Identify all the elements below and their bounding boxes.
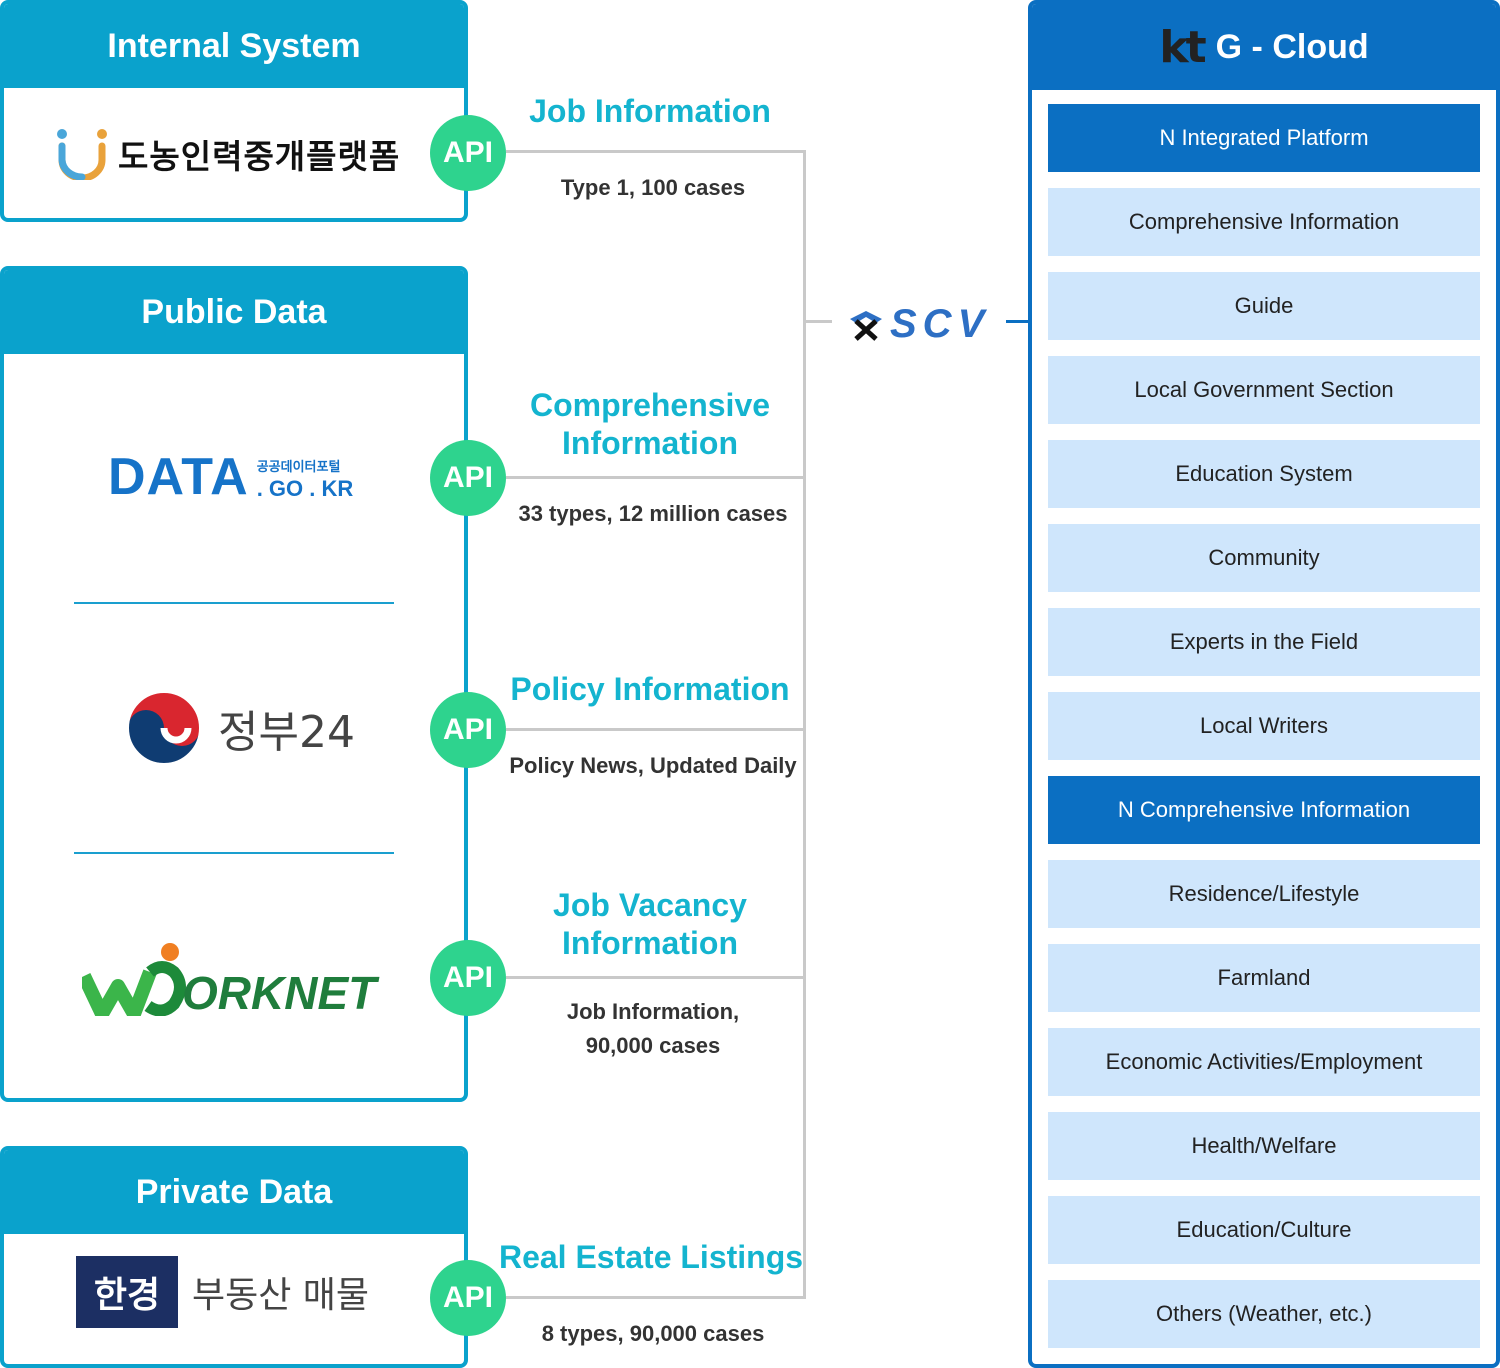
hub-to-cloud-line: [1006, 320, 1030, 323]
api-badge-3: API: [430, 692, 506, 768]
hankyung-text: 부동산 매물: [192, 1275, 370, 1316]
scv-hub: SCV: [846, 302, 990, 347]
data-go-kr-logo: DATA 공공데이터포털 . GO . KR: [108, 448, 354, 506]
kt-logo: kt: [1159, 21, 1206, 73]
api-badge-5: API: [430, 1260, 506, 1336]
api-badge-4: API: [430, 940, 506, 1016]
internal-system-title: Internal System: [4, 4, 464, 88]
connector-to-hub: [806, 320, 832, 323]
private-data-title: Private Data: [4, 1150, 464, 1234]
connector-1: [506, 150, 806, 153]
g-cloud-title: G - Cloud: [1215, 27, 1369, 66]
connection-title-1: Job Information: [529, 93, 771, 129]
scv-text: SCV: [890, 302, 991, 346]
connector-trunk: [803, 150, 806, 1299]
worknet-w-icon: [82, 943, 186, 1016]
data-go-kr-korean: 공공데이터포털: [256, 460, 341, 475]
private-data-panel: Private Data 한경 부동산 매물: [0, 1146, 468, 1368]
connection-detail-1: Type 1, 100 cases: [560, 175, 746, 200]
gov24-text: 정부24: [218, 707, 355, 758]
hankyung-logo: 한경 부동산 매물: [76, 1256, 369, 1328]
data-go-kr-main: DATA: [108, 448, 249, 506]
internal-system-panel: Internal System 도농인력중개플랫폼: [0, 0, 468, 222]
gov24-logo: 정부24: [126, 690, 355, 766]
g-cloud-item: Health/Welfare: [1048, 1112, 1480, 1180]
g-cloud-item: Education System: [1048, 440, 1480, 508]
connection-title-5: Real Estate Listings: [498, 1239, 804, 1275]
platform-logo-icon: [57, 129, 107, 180]
g-cloud-item: Community: [1048, 524, 1480, 592]
g-cloud-item: Farmland: [1048, 944, 1480, 1012]
g-cloud-header: kt G - Cloud: [1032, 4, 1496, 90]
g-cloud-item: Experts in the Field: [1048, 608, 1480, 676]
g-cloud-item: Guide: [1048, 272, 1480, 340]
g-cloud-item: Residence/Lifestyle: [1048, 860, 1480, 928]
connection-title-4: Job Vacancy Information: [553, 887, 747, 961]
g-cloud-item: Education/Culture: [1048, 1196, 1480, 1264]
g-cloud-item: Local Government Section: [1048, 356, 1480, 424]
platform-logo-text: 도농인력중개플랫폼: [118, 137, 401, 176]
connector-4: [506, 976, 806, 979]
public-divider-1: [74, 602, 394, 604]
api-badge-2: API: [430, 440, 506, 516]
public-data-panel: Public Data DATA 공공데이터포털 . GO . KR 정부24 …: [0, 266, 468, 1102]
connector-3: [506, 728, 806, 731]
scv-icon: [850, 310, 882, 341]
g-cloud-item: Economic Activities/Employment: [1048, 1028, 1480, 1096]
public-data-title: Public Data: [4, 270, 464, 354]
connection-title-3: Policy Information: [510, 671, 790, 707]
g-cloud-item: Local Writers: [1048, 692, 1480, 760]
worknet-text: ORKNET: [182, 967, 377, 1019]
connection-detail-3: Policy News, Updated Daily: [509, 753, 797, 778]
g-cloud-item: Others (Weather, etc.): [1048, 1280, 1480, 1348]
rural-labor-platform-logo: 도농인력중개플랫폼: [54, 128, 400, 180]
data-go-kr-sub: 공공데이터포털 . GO . KR: [257, 460, 354, 502]
connection-detail-4: Job Information, 90,000 cases: [566, 999, 740, 1058]
taegeuk-icon: [127, 691, 201, 765]
connector-2: [506, 476, 806, 479]
g-cloud-item: Comprehensive Information: [1048, 188, 1480, 256]
connection-detail-2: 33 types, 12 million cases: [518, 501, 788, 526]
connector-5: [506, 1296, 806, 1299]
worknet-logo: ORKNET: [82, 942, 376, 1016]
api-badge-1: API: [430, 115, 506, 191]
connection-detail-5: 8 types, 90,000 cases: [541, 1321, 765, 1346]
connection-title-2: Comprehensive Information: [529, 387, 771, 461]
g-cloud-item: N Comprehensive Information: [1048, 776, 1480, 844]
g-cloud-item: N Integrated Platform: [1048, 104, 1480, 172]
data-go-kr-domain: . GO . KR: [256, 476, 354, 501]
hankyung-badge: 한경: [76, 1256, 178, 1328]
public-divider-2: [74, 852, 394, 854]
